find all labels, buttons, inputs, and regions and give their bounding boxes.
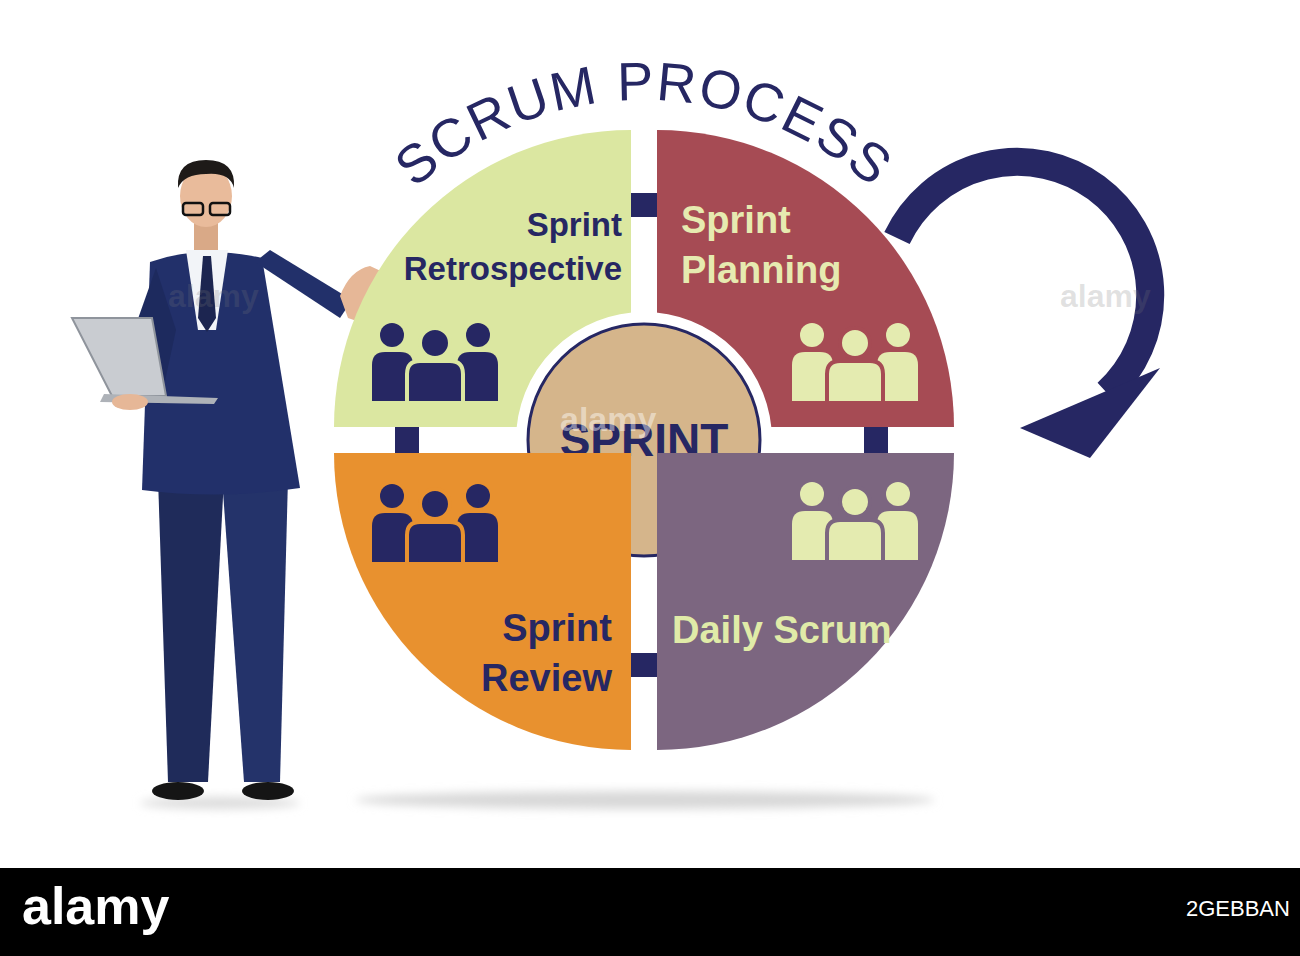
man-shadow (140, 797, 300, 809)
man-glasses (183, 203, 203, 215)
daily-scrum-quadrant-outline (657, 453, 954, 750)
connector-block (631, 193, 657, 217)
cycle-arrow-head (1020, 368, 1160, 458)
man-shoe (152, 782, 204, 800)
man-leg (158, 478, 224, 782)
people-icon (792, 323, 918, 403)
footer-logo: alamy (22, 876, 169, 936)
man-arm (112, 268, 176, 404)
footer-bar (0, 868, 1300, 956)
watermark: alamy (1060, 278, 1151, 315)
man-shoe (242, 782, 294, 800)
floor-shadow (355, 791, 935, 809)
stage-label: Sprint Retrospective (382, 203, 622, 291)
man-head (180, 165, 232, 227)
daily-scrum-quadrant: Daily Scrum (657, 453, 954, 750)
connector-block (864, 427, 888, 453)
people-icon (372, 484, 498, 564)
man-arm (255, 250, 352, 318)
connector-block (395, 427, 419, 453)
quadrant-fill (334, 453, 631, 750)
laptop-lid (72, 318, 166, 396)
man-hair (178, 160, 234, 188)
man-neck (194, 218, 218, 250)
watermark: alamy (560, 400, 656, 439)
man-hand (112, 394, 148, 410)
review-quadrant: Sprint Review (334, 453, 631, 750)
people-icon (372, 323, 498, 403)
man-leg (222, 478, 288, 782)
laptop-base (100, 394, 218, 404)
connector-block (631, 653, 657, 677)
stage-label: Daily Scrum (672, 605, 892, 655)
image-id: 2GEBBAN (1186, 896, 1290, 922)
watermark: alamy (168, 278, 259, 315)
diagram-title: SCRUM PROCESS (383, 51, 904, 197)
quadrant-fill (657, 453, 954, 750)
man-jacket (142, 252, 300, 495)
man-glasses (210, 203, 230, 215)
stage-label: Sprint Review (392, 603, 612, 703)
stage-label: Sprint Planning (681, 195, 881, 295)
people-icon (792, 482, 918, 562)
review-quadrant-outline (334, 453, 631, 750)
